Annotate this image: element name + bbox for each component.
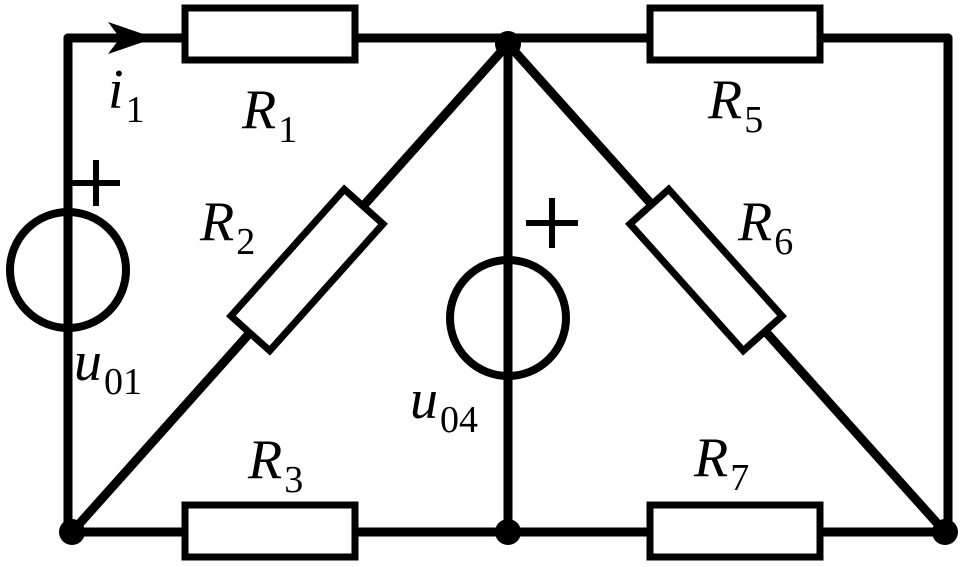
node-bottom-right: [932, 519, 958, 545]
label-r1: R1: [241, 79, 297, 151]
voltage-source-u01: [6, 208, 130, 332]
resistor-r6: [625, 184, 787, 356]
label-r6: R6: [737, 191, 793, 263]
node-top: [495, 31, 521, 57]
resistor-r2: [226, 184, 388, 356]
label-r3: R3: [247, 429, 303, 501]
label-r7: R7: [693, 427, 749, 499]
node-bottom-left: [59, 519, 85, 545]
resistor-r7: [646, 501, 824, 561]
resistor-r1: [181, 4, 359, 64]
label-u04: u04: [410, 369, 478, 441]
label-u01: u01: [74, 331, 142, 403]
label-r2: R2: [199, 191, 255, 263]
node-bottom-middle: [495, 519, 521, 545]
label-r5: R5: [707, 69, 763, 141]
voltage-source-u04: [446, 256, 570, 380]
current-arrow-icon: [108, 22, 155, 54]
resistor-r5: [646, 4, 824, 64]
resistor-r3: [181, 501, 359, 561]
plus-sign-u01: [72, 160, 120, 206]
label-i1: i1: [108, 59, 145, 131]
wires: [63, 33, 953, 537]
plus-sign-u04: [526, 198, 578, 248]
